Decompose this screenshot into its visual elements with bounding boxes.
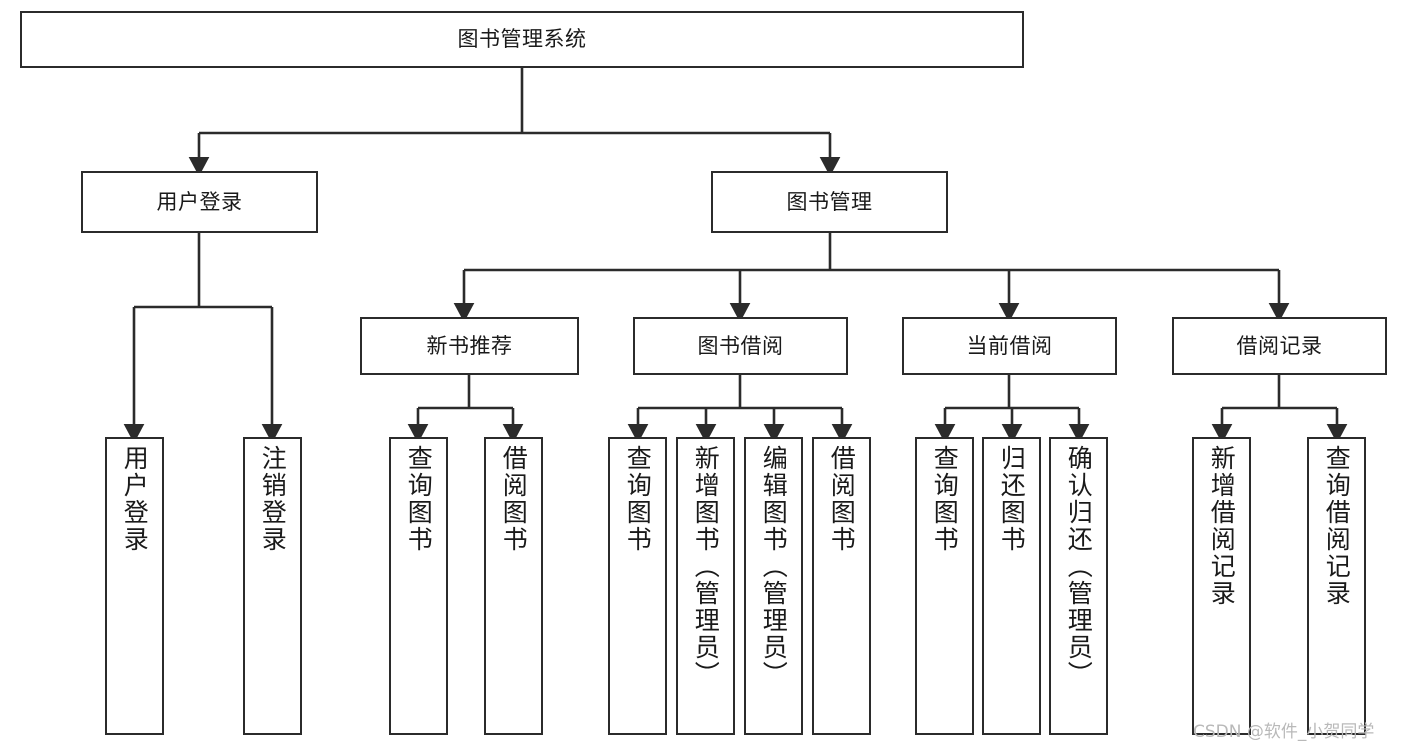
- node-leaf-borrow-edit-book[interactable]: 编辑图书（管理员）: [744, 437, 803, 735]
- node-leaf-user-login[interactable]: 用户登录: [105, 437, 164, 735]
- node-root-label: 图书管理系统: [457, 27, 587, 52]
- node-leaf-recommend-query-book-label: 查询图书: [404, 445, 434, 553]
- node-leaf-current-return-book-label: 归还图书: [997, 445, 1027, 553]
- node-leaf-borrow-query-book[interactable]: 查询图书: [608, 437, 667, 735]
- node-leaf-recommend-borrow-book-label: 借阅图书: [499, 445, 529, 553]
- node-leaf-current-confirm-return[interactable]: 确认归还（管理员）: [1049, 437, 1108, 735]
- node-leaf-record-add[interactable]: 新增借阅记录: [1192, 437, 1251, 735]
- node-leaf-user-login-label: 用户登录: [120, 445, 150, 553]
- node-current-borrow[interactable]: 当前借阅: [902, 317, 1117, 375]
- node-leaf-borrow-add-book-label: 新增图书（管理员）: [691, 445, 721, 688]
- node-root[interactable]: 图书管理系统: [20, 11, 1024, 68]
- node-leaf-record-query-label: 查询借阅记录: [1322, 445, 1352, 607]
- node-new-book-recommend[interactable]: 新书推荐: [360, 317, 579, 375]
- node-user-login-label: 用户登录: [156, 189, 243, 214]
- node-book-management[interactable]: 图书管理: [711, 171, 948, 233]
- node-leaf-record-query[interactable]: 查询借阅记录: [1307, 437, 1366, 735]
- node-leaf-current-confirm-return-label: 确认归还（管理员）: [1064, 445, 1094, 688]
- node-leaf-current-query-book-label: 查询图书: [930, 445, 960, 553]
- node-leaf-borrow-add-book[interactable]: 新增图书（管理员）: [676, 437, 735, 735]
- node-leaf-borrow-edit-book-label: 编辑图书（管理员）: [759, 445, 789, 688]
- node-book-borrow-label: 图书借阅: [697, 333, 784, 358]
- node-leaf-current-return-book[interactable]: 归还图书: [982, 437, 1041, 735]
- node-book-borrow[interactable]: 图书借阅: [633, 317, 848, 375]
- node-leaf-logout[interactable]: 注销登录: [243, 437, 302, 735]
- csdn-watermark: CSDN @软件_小贺同学: [1193, 722, 1375, 742]
- node-current-borrow-label: 当前借阅: [966, 333, 1053, 358]
- node-leaf-current-query-book[interactable]: 查询图书: [915, 437, 974, 735]
- node-leaf-recommend-borrow-book[interactable]: 借阅图书: [484, 437, 543, 735]
- node-leaf-borrow-query-book-label: 查询图书: [623, 445, 653, 553]
- node-leaf-record-add-label: 新增借阅记录: [1207, 445, 1237, 607]
- node-leaf-recommend-query-book[interactable]: 查询图书: [389, 437, 448, 735]
- node-new-book-recommend-label: 新书推荐: [426, 333, 513, 358]
- node-borrow-record-label: 借阅记录: [1236, 333, 1323, 358]
- node-borrow-record[interactable]: 借阅记录: [1172, 317, 1387, 375]
- node-leaf-borrow-borrow-book-label: 借阅图书: [827, 445, 857, 553]
- node-leaf-borrow-borrow-book[interactable]: 借阅图书: [812, 437, 871, 735]
- node-leaf-logout-label: 注销登录: [258, 445, 288, 553]
- node-book-management-label: 图书管理: [786, 189, 873, 214]
- node-user-login[interactable]: 用户登录: [81, 171, 318, 233]
